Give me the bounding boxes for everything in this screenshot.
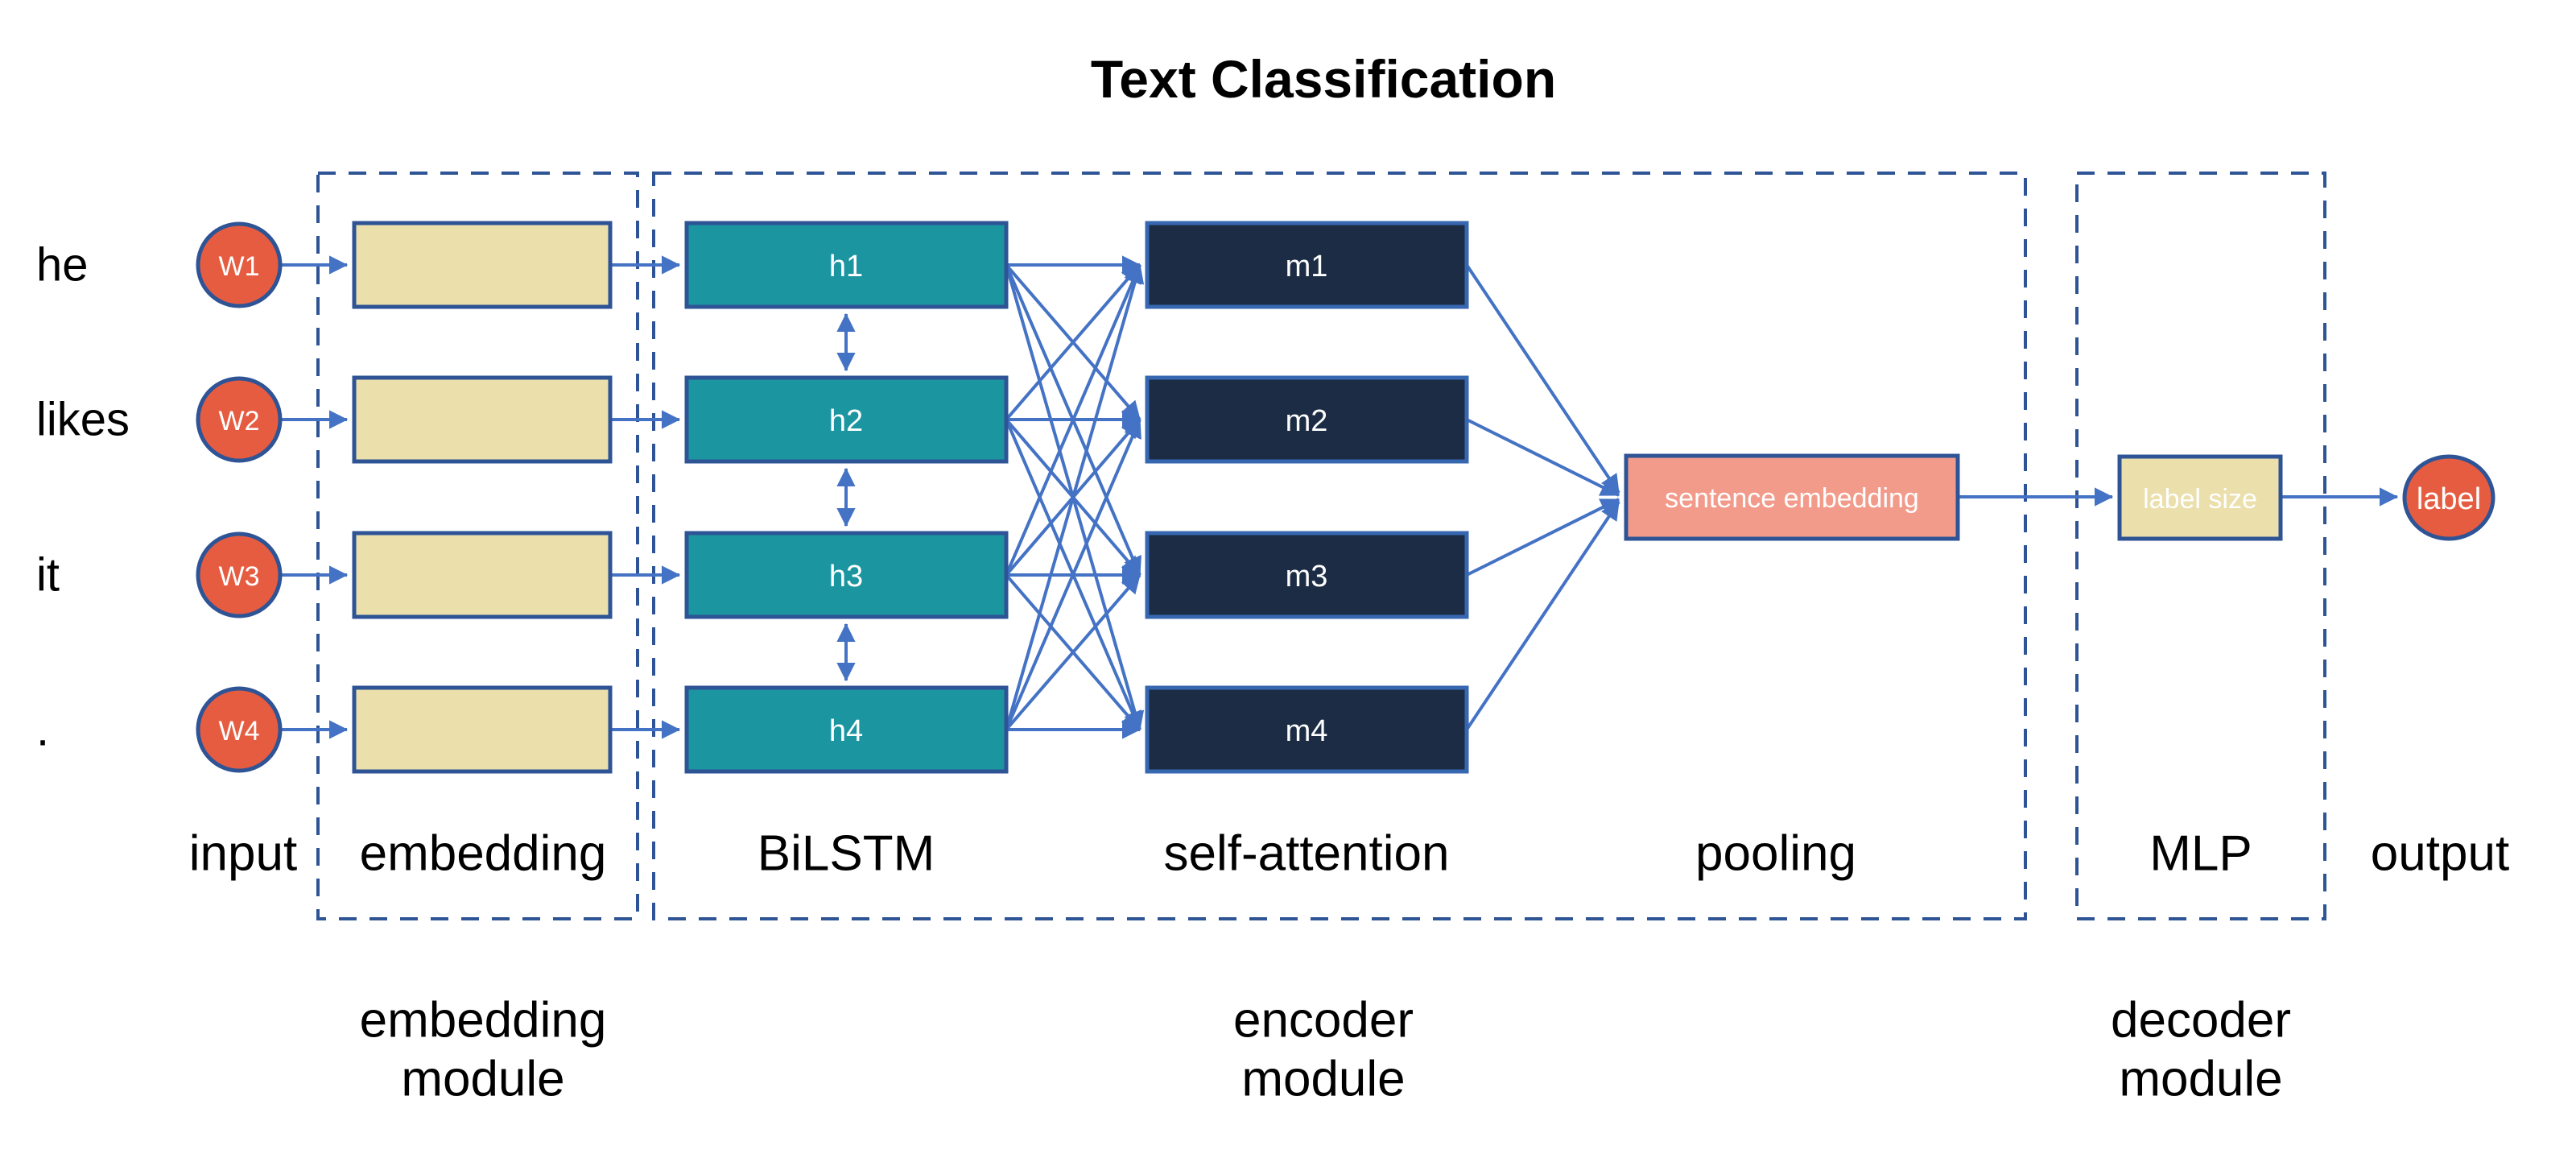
bilstm-box-h1 — [684, 221, 1009, 309]
diagram-title: Text Classification — [1091, 49, 1556, 109]
label-size-label: label size — [2143, 484, 2257, 515]
output-label-circle — [2402, 454, 2496, 541]
stage-label-embedding: embedding — [360, 826, 607, 882]
bilstm-box-label: h1 — [829, 250, 863, 283]
decoder-module-box — [2075, 172, 2326, 920]
stage-label-output: output — [2371, 826, 2509, 882]
decoder-module-label-line2: module — [2119, 1052, 2282, 1107]
input-to-embedding-arrows — [281, 255, 349, 739]
stage-label-bilstm: BiLSTM — [758, 826, 935, 882]
word-circle-label: W3 — [219, 561, 260, 592]
attention-box-label: m3 — [1286, 560, 1328, 593]
stage-label-input: input — [189, 826, 297, 882]
attention-to-pooling-arrows — [1465, 263, 1620, 731]
bilstm-box-h4 — [684, 685, 1009, 774]
encoder-module-label-line1: encoder — [1233, 993, 1414, 1048]
attention-box-m2 — [1145, 375, 1469, 464]
attention-box-label: m2 — [1286, 404, 1328, 438]
encoder-module-label-line2: module — [1241, 1052, 1405, 1107]
bilstm-box-label: h4 — [829, 714, 863, 748]
embedding-box-4 — [352, 685, 613, 774]
output-label-text: label — [2417, 482, 2481, 516]
bilstm-box-label: h3 — [829, 560, 863, 593]
sentence-embedding-label: sentence embedding — [1665, 483, 1919, 514]
attention-box-m1 — [1145, 221, 1469, 309]
stage-label-pooling: pooling — [1695, 826, 1856, 882]
word-circle-label: W2 — [219, 406, 260, 436]
stage-label-self-attention: self-attention — [1164, 826, 1450, 882]
embedding-box-1 — [352, 221, 613, 309]
attention-box-label: m1 — [1286, 250, 1328, 283]
connector-h4-m1 — [1005, 263, 1145, 730]
connector-h3-m1 — [1005, 263, 1141, 576]
bilstm-box-label: h2 — [829, 404, 863, 438]
embedding-module-box — [316, 172, 639, 920]
input-word: likes — [36, 394, 130, 446]
word-circle-w2 — [196, 376, 283, 463]
word-circle-w3 — [196, 531, 283, 618]
bilstm-box-h3 — [684, 531, 1009, 619]
connector-m1-pool — [1465, 263, 1620, 494]
connector-m2-pool — [1466, 418, 1620, 497]
attention-box-m4 — [1145, 685, 1469, 774]
embedding-box-2 — [352, 375, 613, 464]
stage-label-mlp: MLP — [2149, 826, 2252, 882]
attention-box-m3 — [1145, 531, 1469, 619]
label-size-box — [2117, 454, 2283, 541]
input-word: . — [36, 704, 49, 756]
bilstm-box-h2 — [684, 375, 1009, 464]
word-circle-w4 — [196, 686, 283, 773]
input-word: it — [36, 549, 60, 602]
word-circle-w1 — [196, 221, 283, 308]
embedding-to-bilstm-arrows — [611, 255, 681, 739]
connector-m4-pool — [1465, 500, 1620, 731]
connector-h4-m3 — [1005, 573, 1141, 731]
word-circle-label: W1 — [219, 251, 260, 282]
input-word: he — [36, 239, 89, 292]
sentence-embedding-box — [1624, 453, 1960, 541]
decoder-module-label-line1: decoder — [2111, 993, 2291, 1048]
embedding-module-label-line2: module — [401, 1052, 564, 1107]
embedding-module-label-line1: embedding — [360, 993, 607, 1048]
connector-m3-pool — [1466, 498, 1620, 577]
connector-h2-m1 — [1005, 263, 1141, 421]
attention-box-label: m4 — [1286, 714, 1328, 748]
connector-h4-m2 — [1005, 418, 1141, 730]
bilstm-to-attention-fan — [1005, 255, 1145, 739]
encoder-module-box — [652, 172, 2027, 920]
embedding-box-3 — [352, 531, 613, 619]
word-circle-label: W4 — [219, 716, 260, 746]
